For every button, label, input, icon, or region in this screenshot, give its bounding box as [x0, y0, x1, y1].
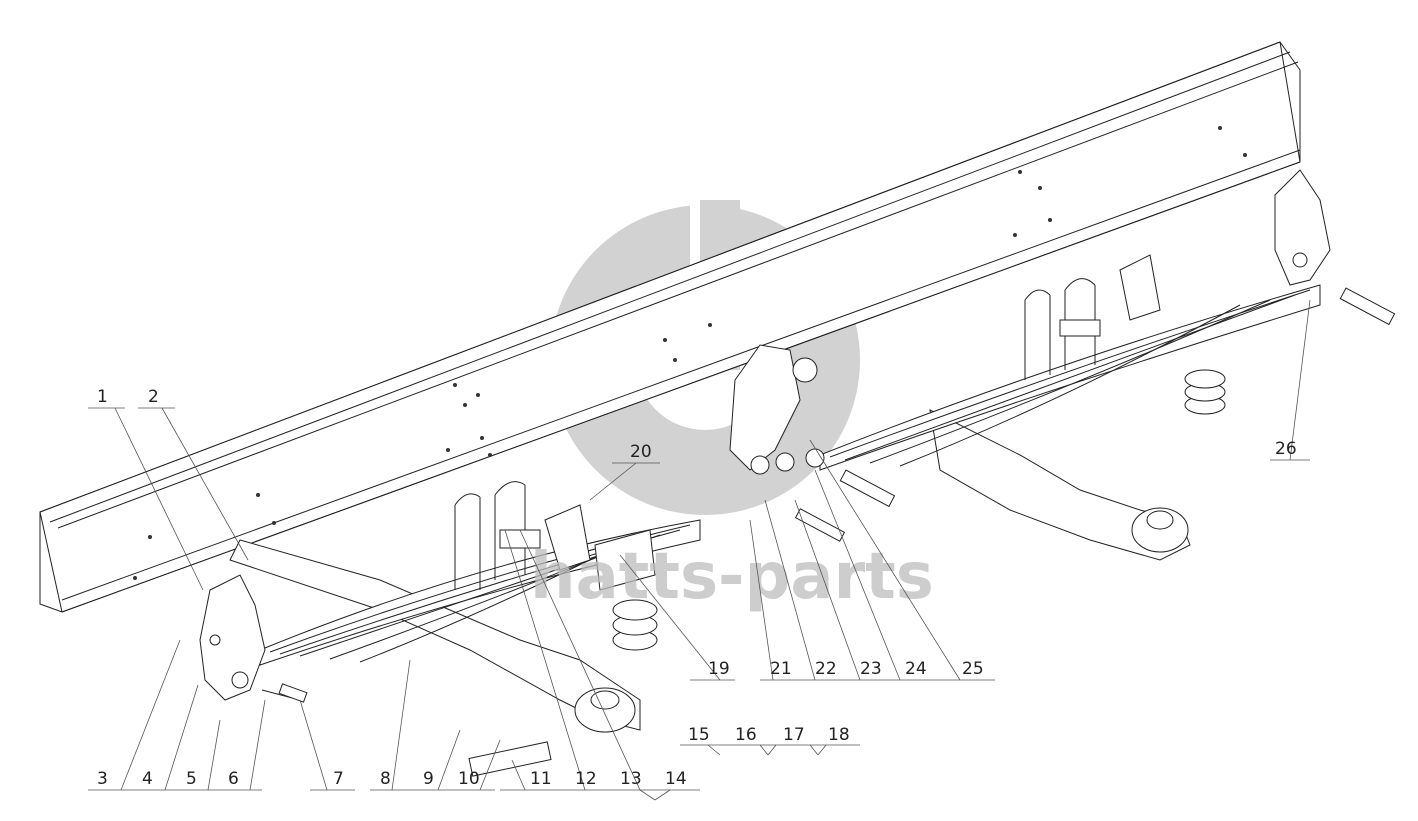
callout-26: 26 [1275, 439, 1297, 459]
frame-holes [133, 126, 1247, 580]
callout-9: 9 [423, 769, 434, 789]
rear-axle [929, 409, 1191, 561]
rear-u-bolts [1024, 278, 1101, 380]
callout-18: 18 [828, 725, 850, 745]
label-underlines [88, 407, 1310, 791]
callout-24: 24 [905, 659, 927, 679]
front-u-bolts [454, 481, 541, 590]
callout-11: 11 [530, 769, 552, 789]
callout-7: 7 [333, 769, 344, 789]
callout-23: 23 [860, 659, 882, 679]
callout-12: 12 [575, 769, 597, 789]
callout-1: 1 [97, 387, 108, 407]
callout-5: 5 [186, 769, 197, 789]
callout-2: 2 [148, 387, 159, 407]
callout-21: 21 [770, 659, 792, 679]
rear-leaf-spring [819, 284, 1321, 471]
callout-6: 6 [228, 769, 239, 789]
front-spring-bracket [199, 574, 308, 703]
rear-bump-stop [1184, 369, 1226, 415]
callout-15: 15 [688, 725, 710, 745]
rear-spring-bracket [1274, 169, 1396, 326]
callout-25: 25 [962, 659, 984, 679]
callout-3: 3 [97, 769, 108, 789]
center-bracket [729, 344, 896, 542]
callout-10: 10 [458, 769, 480, 789]
frame-rail [39, 41, 1301, 613]
callout-22: 22 [815, 659, 837, 679]
front-bump-stop [612, 599, 658, 651]
callout-13: 13 [620, 769, 642, 789]
callout-16: 16 [735, 725, 757, 745]
callout-20: 20 [630, 442, 652, 462]
front-axle [229, 539, 641, 733]
watermark-text: hatts-parts [530, 540, 934, 614]
callouts: 1 2 3 4 5 6 7 8 9 10 11 12 13 14 15 16 1… [97, 387, 1297, 789]
leader-lines [114, 299, 1311, 801]
callout-17: 17 [783, 725, 805, 745]
callout-8: 8 [380, 769, 391, 789]
callout-14: 14 [665, 769, 687, 789]
callout-19: 19 [708, 659, 730, 679]
mounting-plates [468, 254, 1161, 777]
callout-4: 4 [142, 769, 153, 789]
